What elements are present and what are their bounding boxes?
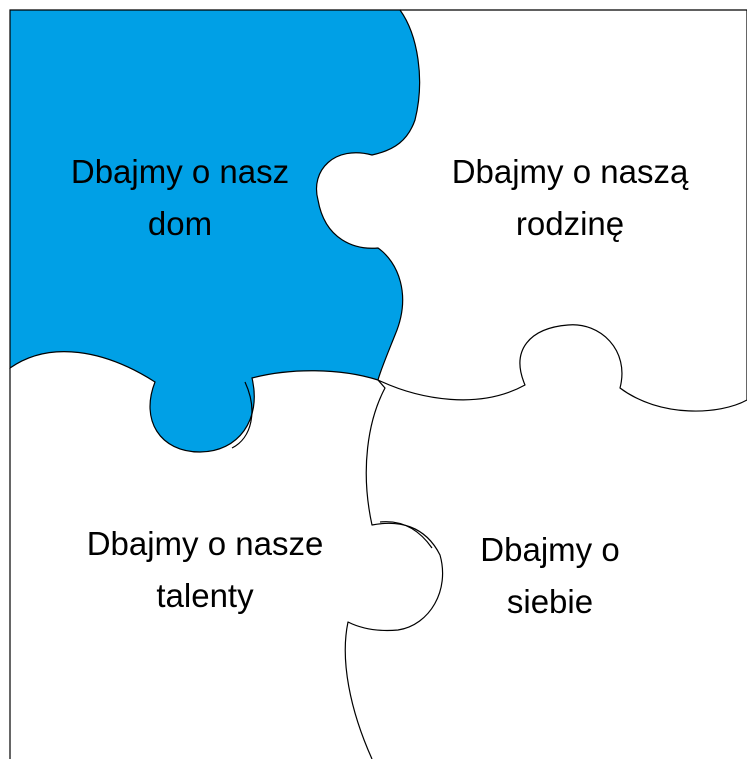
puzzle-piece-top-left bbox=[9, 9, 421, 453]
label-bottom-right-line1: Dbajmy o bbox=[480, 531, 620, 568]
label-top-right-line1: Dbajmy o naszą bbox=[451, 153, 689, 190]
piece-label-bottom-right: Dbajmy o siebie bbox=[420, 524, 680, 628]
piece-label-bottom-left: Dbajmy o nasze talenty bbox=[40, 518, 370, 622]
piece-label-top-right: Dbajmy o naszą rodzinę bbox=[410, 146, 730, 250]
label-bottom-left-line2: talenty bbox=[156, 577, 254, 614]
piece-label-top-left: Dbajmy o nasz dom bbox=[20, 146, 340, 250]
cut-line-right-tab bbox=[231, 381, 253, 449]
puzzle-piece-bottom-right-outline bbox=[344, 379, 444, 759]
label-top-left-line2: dom bbox=[147, 205, 213, 242]
label-bottom-right-line2: siebie bbox=[506, 583, 594, 620]
label-bottom-left-line1: Dbajmy o nasze bbox=[86, 525, 324, 562]
label-top-right-line2: rodzinę bbox=[515, 205, 625, 242]
cut-line-bottom-tab bbox=[379, 521, 433, 549]
label-top-left-line1: Dbajmy o nasz bbox=[70, 153, 290, 190]
puzzle-piece-top-right-outline bbox=[377, 9, 747, 412]
